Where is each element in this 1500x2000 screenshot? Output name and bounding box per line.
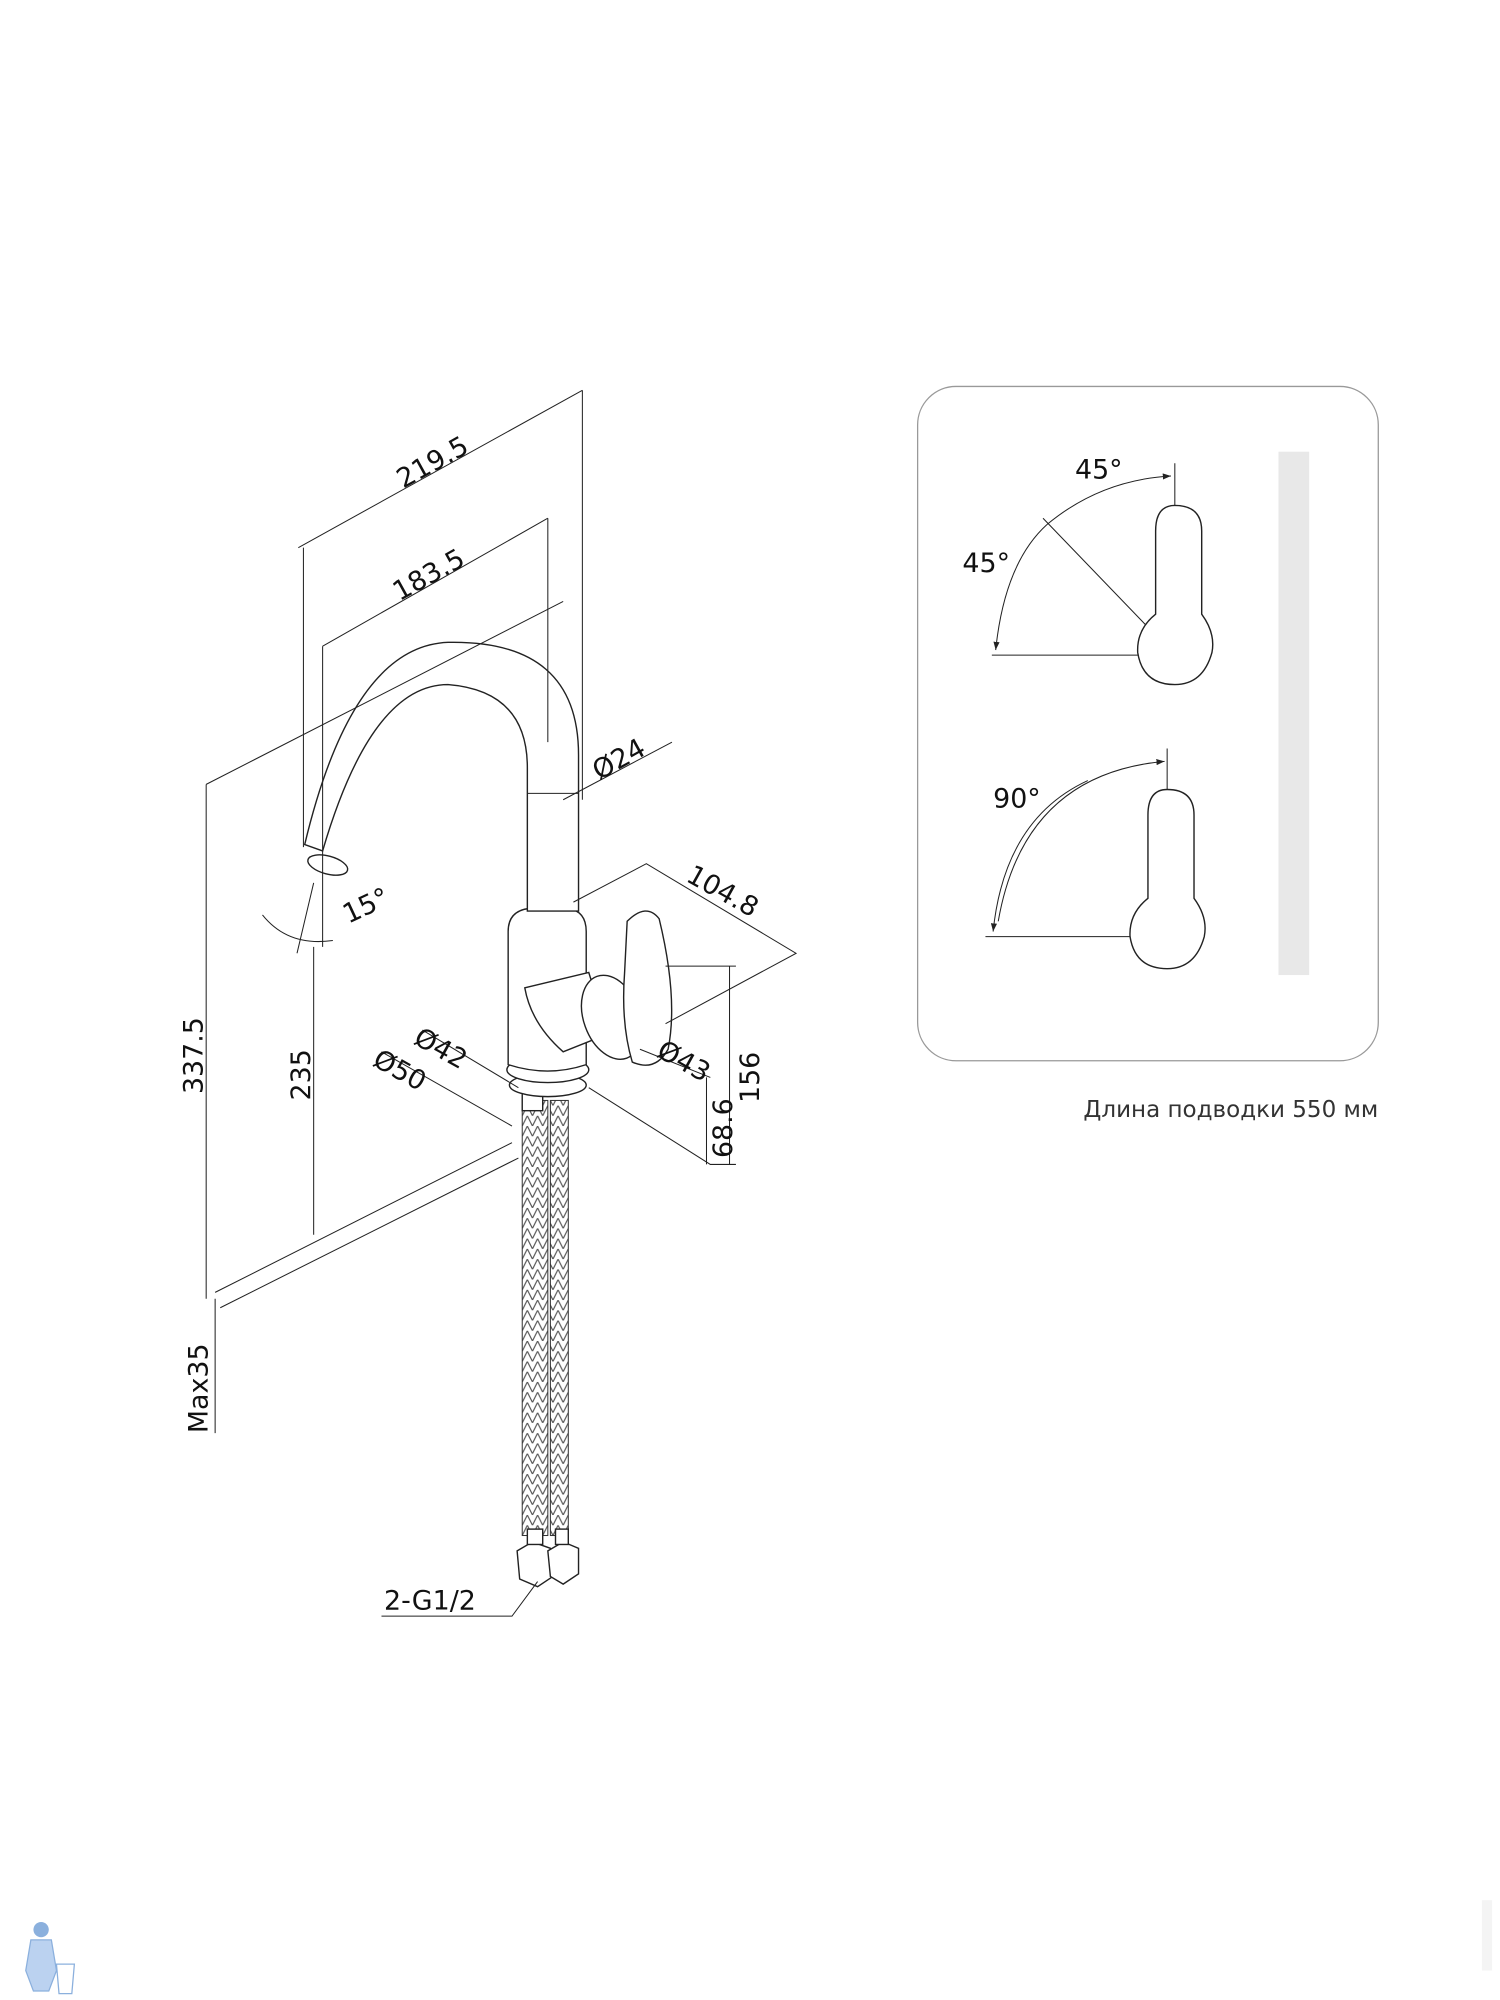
dim-max35: Max35 <box>183 1343 214 1433</box>
angle-label-45-a: 45° <box>1075 455 1123 486</box>
dim-d43: Ø43 <box>652 1035 715 1089</box>
brand-logo <box>25 1921 76 1995</box>
angle-label-45-b: 45° <box>962 548 1010 579</box>
spout <box>303 641 580 912</box>
dim-d24: Ø24 <box>587 733 650 787</box>
dim-68-6: 68.6 <box>708 1098 739 1158</box>
dim-183-5: 183.5 <box>388 543 470 607</box>
dim-219-5: 219.5 <box>392 431 474 495</box>
hose-nuts <box>516 1528 580 1588</box>
dimension-lines <box>205 389 798 1617</box>
dimension-labels: 219.5 183.5 Ø24 337.5 235 15° Ø42 Ø50 10… <box>178 431 766 1617</box>
spout-aerator <box>307 854 349 876</box>
side-watermark <box>1481 1900 1493 1971</box>
hose-left <box>521 1099 549 1537</box>
angle-label-90: 90° <box>993 783 1041 814</box>
hose-right <box>549 1099 569 1537</box>
handle-lever <box>622 910 673 1066</box>
dim-337-5: 337.5 <box>178 1017 209 1094</box>
dim-235: 235 <box>286 1049 317 1100</box>
faucet <box>303 641 673 1588</box>
dim-156: 156 <box>735 1052 766 1103</box>
handle-rotation-panel: 45° 45° 90° <box>916 385 1379 1062</box>
hose-length-caption: Длина подводки 550 мм <box>1083 1097 1378 1123</box>
dim-15deg: 15° <box>338 882 394 930</box>
dim-connection: 2-G1/2 <box>384 1586 476 1617</box>
wall-bar <box>1278 451 1310 976</box>
dim-104-8: 104.8 <box>681 859 763 923</box>
handle-top-diagram <box>1137 504 1214 686</box>
handle-bottom-diagram <box>1129 788 1206 970</box>
